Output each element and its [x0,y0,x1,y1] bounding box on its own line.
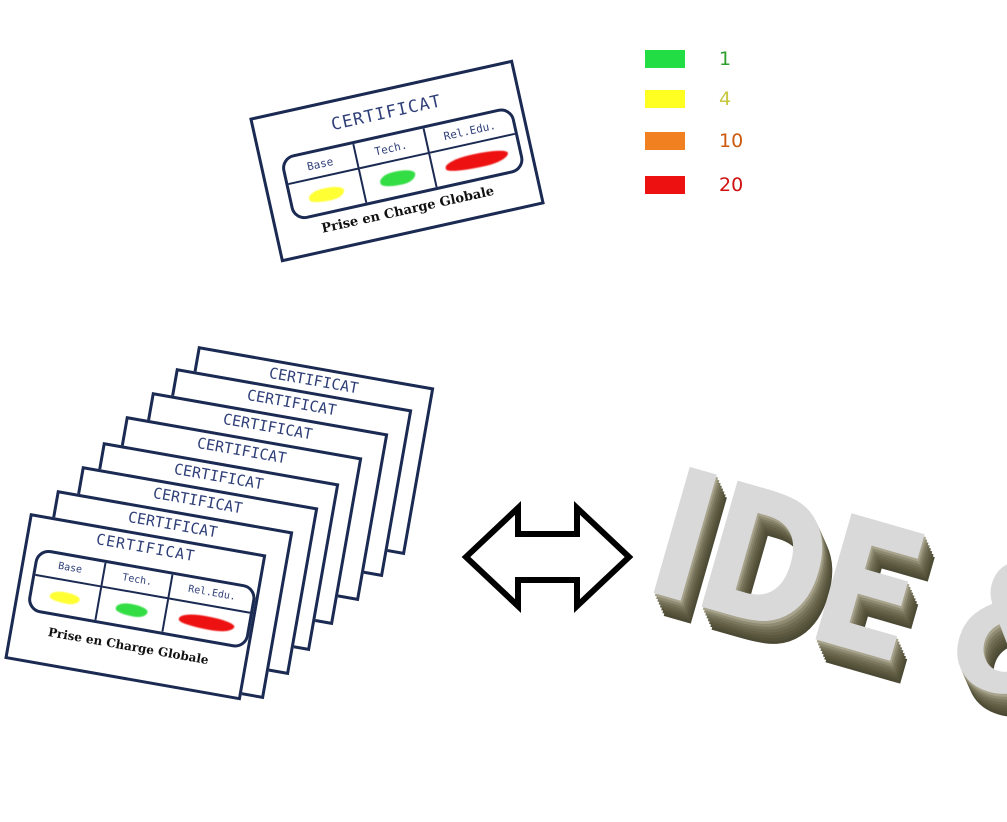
green-mark [115,601,149,619]
legend-item: 1 [645,48,731,70]
yellow-mark [49,589,81,606]
double-arrow-icon [461,501,634,613]
legend-item: 10 [645,130,743,152]
legend-swatch [645,90,685,108]
legend-value: 10 [719,130,744,152]
legend-item: 20 [645,174,743,196]
legend-item: 4 [645,88,731,110]
certificate-card: CERTIFICAT Base Tech. Rel.Edu. Prise en … [249,59,545,263]
legend-swatch [645,132,685,150]
ide-as-logo: IDE & AS [628,430,1007,822]
legend-value: 20 [719,174,744,196]
red-mark [178,611,236,635]
green-mark [378,167,417,190]
red-mark [443,147,510,175]
legend-swatch [645,176,685,194]
yellow-mark [307,183,346,205]
legend-value: 1 [719,48,732,70]
legend-value: 4 [719,88,732,110]
legend-swatch [645,50,685,68]
